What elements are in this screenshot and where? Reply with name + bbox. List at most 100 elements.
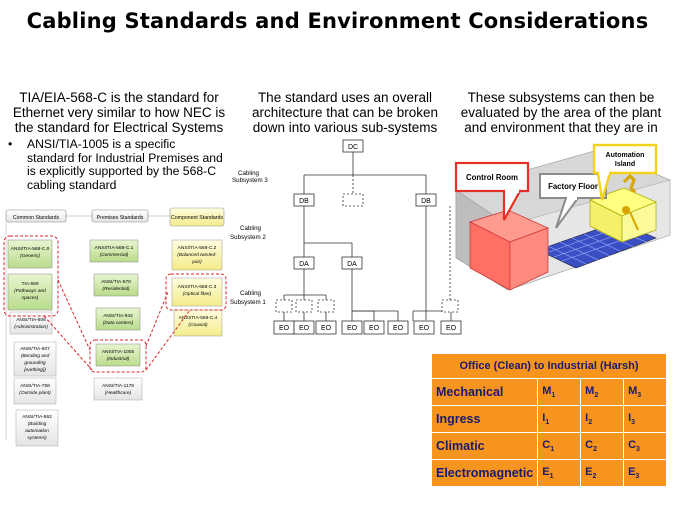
common-5-l1: ANSI/TIA-862 <box>22 414 52 420</box>
optional-node <box>441 299 459 313</box>
da-node-right <box>341 256 363 270</box>
optional-node <box>317 299 335 313</box>
bullet-icon: • <box>8 137 13 151</box>
premises-standards-column: ANSI/TIA-568-C.1 (Commercial) ANSI/TIA-5… <box>89 239 143 401</box>
row-label-climatic: Climatic <box>430 432 539 460</box>
factory-floor-label: Factory Floor <box>548 182 598 191</box>
common-2-l2: (Administration) <box>14 324 48 330</box>
row-label-mechanical: Mechanical <box>430 378 539 406</box>
eo-label: EO <box>321 325 332 332</box>
db-node-right <box>415 193 437 207</box>
cell-c1: C1 <box>537 432 582 460</box>
architecture-diagram: Cabling Subsystem 3 Cabling Subsystem 2 … <box>230 139 462 335</box>
eo-label: EO <box>369 325 380 332</box>
optional-node <box>275 299 293 313</box>
eo-node <box>315 320 337 335</box>
automation-island-label-l1: Automation <box>606 152 645 159</box>
subsystem3-label-l1: Cabling <box>238 170 260 177</box>
db-node-dashed <box>342 193 364 207</box>
left-bullet-text: ANSI/TIA-1005 is a specific standard for… <box>27 137 223 192</box>
eo-label: EO <box>419 325 430 332</box>
table-row: Mechanical M1 M2 M3 <box>430 378 667 406</box>
optional-node <box>295 299 313 313</box>
component-0-l3: pair) <box>191 259 202 265</box>
left-heading: TIA/EIA-568-C is the standard for Ethern… <box>12 90 226 135</box>
automation-island-callout: Automation Island <box>592 143 658 201</box>
cell-i1: I1 <box>537 405 582 433</box>
mice-table-header: Office (Clean) to Industrial (Harsh) <box>431 353 667 379</box>
common-0-l1: ANSI/TIA-568-C.0 <box>11 246 50 252</box>
control-room-label: Control Room <box>466 173 518 182</box>
common-3-l3: grounding <box>24 360 46 366</box>
da-node-right-label: DA <box>347 261 357 268</box>
common-1-l3: spaces) <box>22 295 39 301</box>
cell-e3: E3 <box>623 459 667 487</box>
eo-node <box>387 320 409 335</box>
row-label-electromagnetic: Electromagnetic <box>430 459 539 487</box>
premises-2-l1: ANSI/TIA-942 <box>103 313 133 319</box>
eo-label: EO <box>446 325 457 332</box>
cell-m3: M3 <box>623 378 667 406</box>
plant-illustration: Control Room Factory Floor Automation Is… <box>454 143 671 291</box>
premises-1-l2: (Residential) <box>103 286 130 292</box>
component-1-l1: ANSI/TIA-568-C.3 <box>178 284 217 290</box>
cell-m1: M1 <box>537 378 582 406</box>
component-0-l2: (Balanced twisted- <box>177 252 217 258</box>
dc-node <box>342 139 364 153</box>
common-2-l1: ANSI/TIA-606 <box>16 317 46 323</box>
automation-island-label-l2: Island <box>615 161 635 168</box>
left-bullet: • ANSI/TIA-1005 is a specific standard f… <box>8 137 223 192</box>
component-1-l2: (Optical fiber) <box>183 291 212 297</box>
db-node-left <box>293 193 315 207</box>
common-4-l2: (Outside plant) <box>19 390 51 396</box>
col-header-premises: Premises Standards <box>97 215 144 221</box>
component-0-l1: ANSI/TIA-568-C.2 <box>178 245 217 251</box>
right-heading: These subsystems can then be evaluated b… <box>460 90 662 135</box>
premises-0-l1: ANSI/TIA-568-C.1 <box>95 245 134 251</box>
da-node-left <box>293 256 315 270</box>
control-room-callout: Control Room <box>454 161 530 221</box>
cell-e1: E1 <box>537 459 582 487</box>
premises-0-l2: (Commercial) <box>100 252 129 258</box>
premises-4-l2: (Healthcare) <box>105 390 132 396</box>
premises-3-l2: (Industrial) <box>107 356 130 362</box>
red-highlight-boxes <box>3 235 227 373</box>
common-0-l2: (Generic) <box>20 253 40 259</box>
cell-i3: I3 <box>623 405 667 433</box>
eo-node <box>413 320 435 335</box>
eo-label: EO <box>347 325 358 332</box>
premises-4-l1: ANSI/TIA-1179 <box>102 383 134 389</box>
component-2-l2: (Coaxial) <box>188 322 208 328</box>
eo-node <box>440 320 462 335</box>
premises-1-l1: ANSI/TIA-570 <box>101 279 131 285</box>
control-room-area <box>469 209 549 291</box>
subsystem2-label-l2: Subsystem 2 <box>230 234 266 241</box>
eo-label: EO <box>299 325 310 332</box>
cell-m2: M2 <box>580 378 625 406</box>
cell-c2: C2 <box>580 432 625 460</box>
col-header-component: Component Standards <box>171 215 223 221</box>
table-row: Electromagnetic E1 E2 E3 <box>430 459 667 487</box>
cell-c3: C3 <box>623 432 667 460</box>
common-3-l1: ANSI/TIA-607 <box>20 346 50 352</box>
middle-heading: The standard uses an overall architectur… <box>251 90 439 135</box>
db-node-left-label: DB <box>299 198 309 205</box>
table-row: Ingress I1 I2 I3 <box>430 405 667 433</box>
mice-table: Office (Clean) to Industrial (Harsh) Mec… <box>430 353 667 487</box>
column-headers: Common Standards Premises Standards Comp… <box>5 207 225 227</box>
standards-diagram: Common Standards Premises Standards Comp… <box>3 207 227 447</box>
premises-2-l2: (Data centers) <box>103 320 134 326</box>
col-header-common: Common Standards <box>13 215 60 221</box>
cell-e2: E2 <box>580 459 625 487</box>
row-label-ingress: Ingress <box>430 405 539 433</box>
component-standards-column: ANSI/TIA-568-C.2 (Balanced twisted- pair… <box>171 239 223 337</box>
common-5-l2: (Building <box>28 421 47 427</box>
subsystem1-label-l1: Cabling <box>240 290 262 297</box>
slide-title: Cabling Standards and Environment Consid… <box>26 9 649 33</box>
common-3-l2: (Bonding and <box>21 353 50 359</box>
common-standards-column: ANSI/TIA-568-C.0 (Generic) TIA-569 (Path… <box>5 222 59 447</box>
eo-node <box>363 320 385 335</box>
da-node-left-label: DA <box>299 261 309 268</box>
subsystem2-label-l1: Cabling <box>240 225 262 232</box>
subsystem1-label-l2: Subsystem 1 <box>230 299 266 306</box>
